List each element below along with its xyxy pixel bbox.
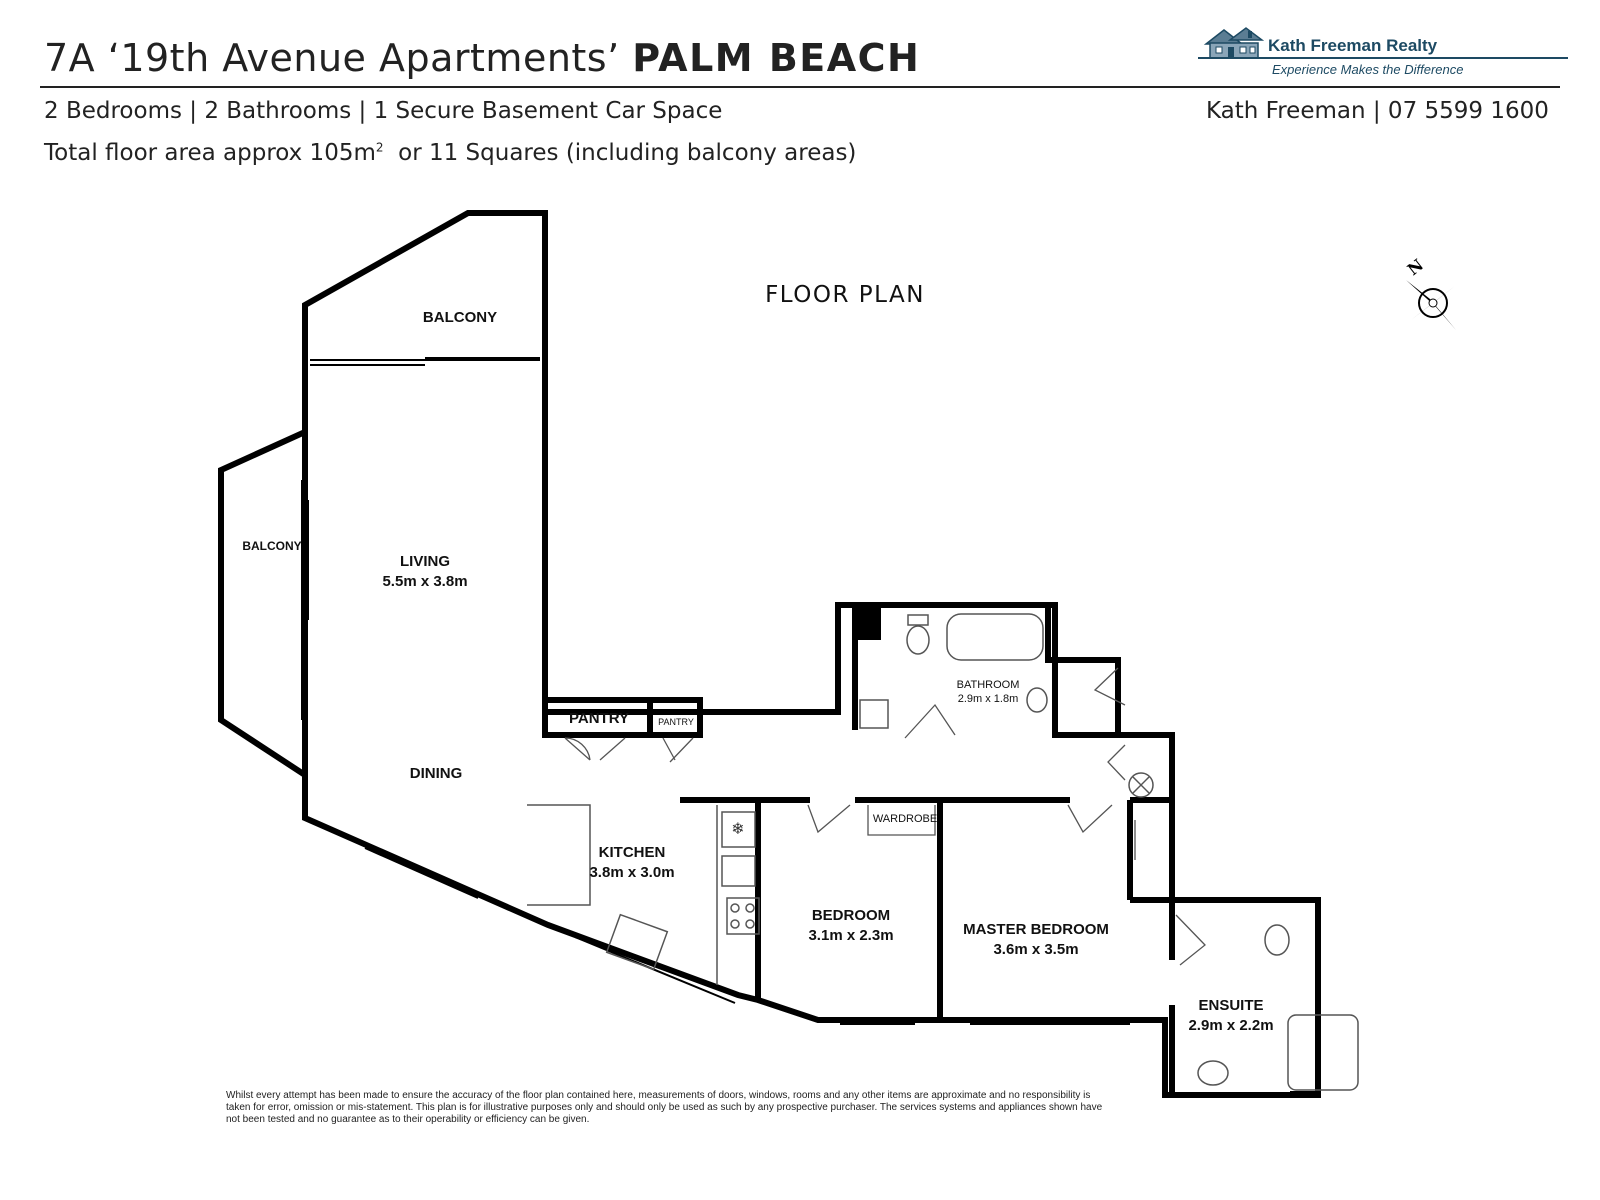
- door-bedroom: [807, 804, 851, 834]
- door-linen: [1093, 667, 1126, 706]
- area-text: Total floor area approx 105m: [44, 140, 376, 166]
- door-pantry-1: [564, 737, 591, 761]
- door-bathroom: [904, 703, 956, 739]
- door-pantry-small: [662, 737, 694, 763]
- room-living-size: 5.5m x 3.8m: [382, 573, 467, 590]
- features-line: 2 Bedrooms | 2 Bathrooms | 1 Secure Base…: [44, 98, 723, 124]
- room-master-name: MASTER BEDROOM: [963, 921, 1109, 938]
- room-balcony-top: BALCONY: [423, 309, 497, 326]
- shower-icon: [1287, 1014, 1359, 1091]
- laundry-icon: [1128, 772, 1154, 798]
- disclaimer-text: Whilst every attempt has been made to en…: [226, 1090, 1103, 1125]
- title-suburb: PALM BEACH: [632, 36, 921, 80]
- room-wardrobe: WARDROBE: [873, 813, 937, 825]
- outer-wall: [218, 210, 1321, 1098]
- room-bathroom-name: BATHROOM: [957, 679, 1020, 691]
- agency-logo[interactable]: Kath Freeman Realty Experience Makes the…: [1198, 26, 1568, 86]
- logo-rule: [1198, 57, 1568, 59]
- door-pantry-2: [599, 737, 626, 761]
- room-kitchen-size: 3.8m x 3.0m: [589, 864, 674, 881]
- door-laundry: [1107, 744, 1126, 781]
- sink-icon: [605, 913, 669, 971]
- logo-name: Kath Freeman Realty: [1268, 36, 1438, 55]
- compass-icon: [1406, 280, 1456, 330]
- kitchen-island: [527, 804, 591, 906]
- header-rule: [40, 86, 1560, 88]
- area-superscript: 2: [375, 140, 384, 155]
- area-line: Total floor area approx 105m2 or 11 Squa…: [44, 140, 856, 166]
- ensuite-toilet-icon: [1264, 924, 1290, 956]
- window-kitchen: [574, 936, 736, 1004]
- page-title: 7A ‘19th Avenue Apartments’ PALM BEACH: [44, 36, 920, 80]
- toilet-icon: [906, 625, 930, 655]
- ensuite-basin-icon: [1197, 1060, 1229, 1086]
- compass-north-label: N: [1404, 255, 1427, 279]
- fridge-icon: [721, 811, 756, 848]
- agent-contact: Kath Freeman | 07 5599 1600: [1206, 98, 1549, 124]
- room-balcony-left: BALCONY: [242, 539, 301, 553]
- wall-bathroom: [852, 602, 1130, 738]
- bathtub-icon: [946, 613, 1044, 661]
- door-ensuite: [1175, 914, 1206, 966]
- room-kitchen-name: KITCHEN: [599, 844, 666, 861]
- snowflake-icon: ❄: [731, 819, 744, 838]
- room-bathroom-size: 2.9m x 1.8m: [958, 693, 1019, 705]
- room-master-size: 3.6m x 3.5m: [993, 941, 1078, 958]
- room-bedroom-size: 3.1m x 2.3m: [808, 927, 893, 944]
- wardrobe-outline: [867, 805, 936, 836]
- area-suffix: or 11 Squares (including balcony areas): [383, 140, 857, 166]
- window-dining: [364, 847, 479, 899]
- room-ensuite-size: 2.9m x 2.2m: [1188, 1017, 1273, 1034]
- room-dining: DINING: [410, 765, 463, 782]
- plan-heading: FLOOR PLAN: [765, 282, 925, 308]
- basin-icon: [1026, 687, 1048, 713]
- title-address: 7A ‘19th Avenue Apartments’: [44, 36, 620, 80]
- door-master: [1067, 804, 1113, 834]
- logo-tagline: Experience Makes the Difference: [1272, 62, 1464, 77]
- duct-block: [857, 607, 881, 640]
- oven-icon: [721, 855, 756, 887]
- cooktop-icon: [726, 897, 760, 935]
- room-living-name: LIVING: [400, 553, 450, 570]
- room-ensuite-name: ENSUITE: [1198, 997, 1263, 1014]
- room-bedroom-name: BEDROOM: [812, 907, 890, 924]
- room-pantry: PANTRY: [569, 710, 629, 727]
- house-logo-icon: [1203, 27, 1264, 59]
- room-pantry-small: PANTRY: [658, 717, 694, 727]
